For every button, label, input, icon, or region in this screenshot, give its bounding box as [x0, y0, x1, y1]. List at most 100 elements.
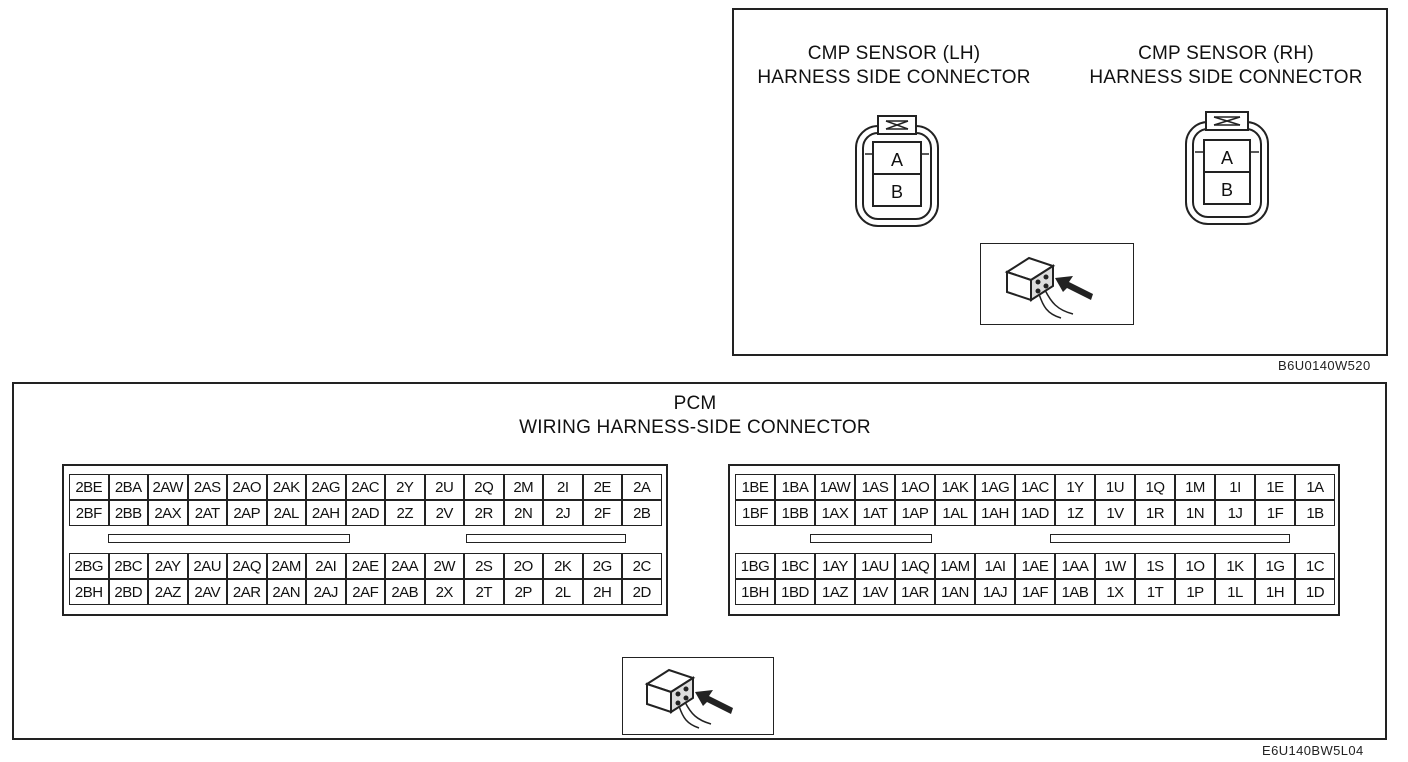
cmp-lh-pin-b: B	[891, 182, 903, 202]
pin-cell: 2BG	[69, 553, 109, 579]
pin-cell: 1K	[1215, 553, 1255, 579]
pcm-ref-code: E6U140BW5L04	[1262, 743, 1364, 758]
pin-cell: 2AO	[227, 474, 267, 500]
pin-cell: 1AQ	[895, 553, 935, 579]
pin-cell: 2H	[582, 579, 622, 605]
pin-cell: 2BE	[69, 474, 109, 500]
cmp-lh-title-line1: CMP SENSOR (LH)	[807, 43, 981, 64]
pin-cell: 2R	[464, 500, 504, 526]
cmp-view-box	[980, 243, 1134, 325]
cmp-lh-pin-a: A	[891, 150, 903, 170]
pin-cell: 2AG	[306, 474, 346, 500]
pcm-title: PCM WIRING HARNESS-SIDE CONNECTOR	[400, 392, 990, 440]
pin-cell: 1AC	[1015, 474, 1055, 500]
pin-cell: 1B	[1295, 500, 1335, 526]
pin-cell: 1G	[1255, 553, 1295, 579]
pin-cell: 2AH	[306, 500, 346, 526]
pin-cell: 2AK	[266, 474, 306, 500]
pin-cell: 2BA	[108, 474, 148, 500]
pin-cell: 1T	[1135, 579, 1175, 605]
pin-cell: 2AW	[148, 474, 188, 500]
pin-cell: 2AM	[266, 553, 306, 579]
cmp-rh-pin-b: B	[1221, 180, 1233, 200]
cmp-rh-title: CMP SENSOR (RH) HARNESS SIDE CONNECTOR	[1066, 42, 1386, 90]
pin-cell: 2BF	[69, 500, 109, 526]
pin-cell: 2AI	[306, 553, 346, 579]
pin-cell: 1L	[1215, 579, 1255, 605]
pin-cell: 1AP	[895, 500, 935, 526]
pin-cell: 2AY	[148, 553, 188, 579]
pin-cell: 2AR	[227, 579, 267, 605]
pin-cell: 2N	[503, 500, 543, 526]
pin-cell: 1BB	[775, 500, 815, 526]
connector-view-arrow-icon	[1004, 256, 1093, 319]
pin-cell: 1AR	[895, 579, 935, 605]
pcm-view-box	[622, 657, 774, 735]
pin-cell: 1Z	[1055, 500, 1095, 526]
pin-cell: 1AJ	[975, 579, 1015, 605]
pin-cell: 1D	[1295, 579, 1335, 605]
pin-cell: 2K	[543, 553, 583, 579]
pin-cell: 2AZ	[148, 579, 188, 605]
cmp-rh-title-line2: HARNESS SIDE CONNECTOR	[1089, 67, 1363, 88]
pin-cell: 1AT	[855, 500, 895, 526]
pcm-connector-2-key-right	[466, 534, 626, 543]
pin-cell: 2Q	[464, 474, 504, 500]
pin-cell: 2BC	[108, 553, 148, 579]
pin-cell: 2AB	[385, 579, 425, 605]
cmp-rh-connector: A B	[1182, 110, 1272, 226]
pin-cell: 1AD	[1015, 500, 1055, 526]
pin-cell: 2L	[543, 579, 583, 605]
pin-cell: 1AO	[895, 474, 935, 500]
pin-cell: 1AH	[975, 500, 1015, 526]
pin-cell: 2O	[503, 553, 543, 579]
pin-cell: 2AC	[345, 474, 385, 500]
pin-cell: 2AN	[266, 579, 306, 605]
pin-cell: 1Y	[1055, 474, 1095, 500]
pin-cell: 2Z	[385, 500, 425, 526]
pin-cell: 2G	[582, 553, 622, 579]
pin-cell: 1AZ	[815, 579, 855, 605]
pin-cell: 1BF	[735, 500, 775, 526]
pin-cell: 1F	[1255, 500, 1295, 526]
pin-cell: 2AJ	[306, 579, 346, 605]
cmp-rh-title-line1: CMP SENSOR (RH)	[1138, 43, 1314, 64]
pin-cell: 1AF	[1015, 579, 1055, 605]
cmp-ref-code: B6U0140W520	[1278, 358, 1371, 373]
pcm-title-line2: WIRING HARNESS-SIDE CONNECTOR	[519, 417, 871, 438]
pin-cell: 2AU	[187, 553, 227, 579]
pin-cell: 1X	[1095, 579, 1135, 605]
pin-cell: 2S	[464, 553, 504, 579]
pin-cell: 2BB	[108, 500, 148, 526]
pin-cell: 2M	[503, 474, 543, 500]
pin-cell: 1E	[1255, 474, 1295, 500]
pin-cell: 2T	[464, 579, 504, 605]
pin-cell: 2J	[543, 500, 583, 526]
pin-cell: 2AL	[266, 500, 306, 526]
pin-cell: 1N	[1175, 500, 1215, 526]
pin-cell: 2W	[424, 553, 464, 579]
pin-cell: 2BH	[69, 579, 109, 605]
pin-cell: 2BD	[108, 579, 148, 605]
pin-cell: 1M	[1175, 474, 1215, 500]
pcm-title-line1: PCM	[673, 393, 717, 414]
pin-cell: 2B	[622, 500, 662, 526]
pin-cell: 2P	[503, 579, 543, 605]
cmp-rh-pin-a: A	[1221, 148, 1233, 168]
pin-cell: 1AA	[1055, 553, 1095, 579]
pin-cell: 1AL	[935, 500, 975, 526]
pin-cell: 1BD	[775, 579, 815, 605]
cmp-lh-connector: A B	[852, 114, 942, 228]
pin-cell: 2AX	[148, 500, 188, 526]
pin-cell: 1I	[1215, 474, 1255, 500]
pin-cell: 1AX	[815, 500, 855, 526]
cmp-sensor-panel	[732, 8, 1388, 356]
pin-cell: 1Q	[1135, 474, 1175, 500]
pin-cell: 1V	[1095, 500, 1135, 526]
pin-cell: 1W	[1095, 553, 1135, 579]
pcm-connector-1-key-left	[810, 534, 932, 543]
